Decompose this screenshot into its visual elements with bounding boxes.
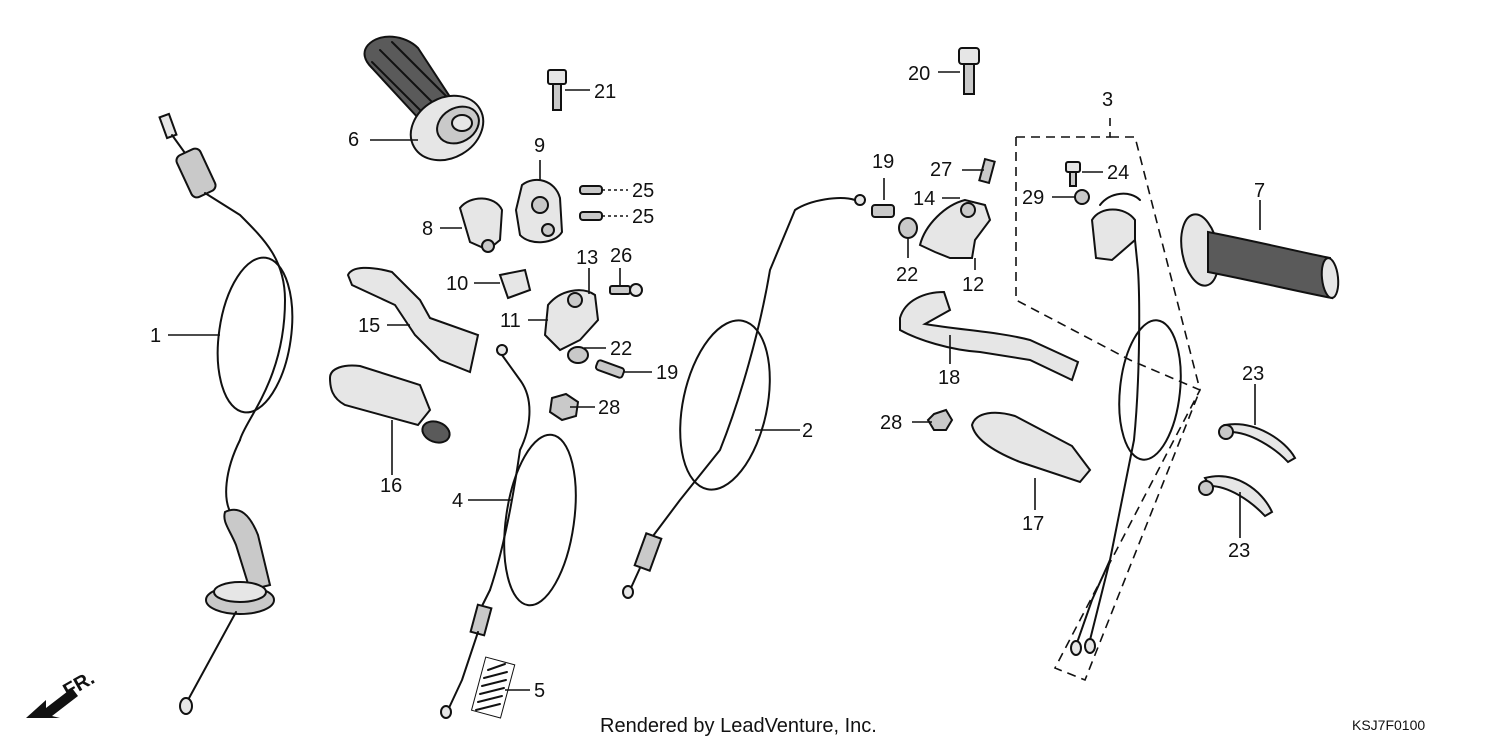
part-24-screw[interactable] [1065,161,1081,187]
callout-2: 2 [802,420,813,442]
front-arrow-icon [26,688,78,718]
part-19-bolt-right[interactable] [871,204,895,218]
callout-7: 7 [1254,180,1265,202]
part-1-throttle-cable[interactable] [158,112,302,715]
callout-5: 5 [534,680,545,702]
part-28-nut-left[interactable] [548,392,580,422]
callout-25-lower: 25 [632,206,654,228]
part-16-lever-cover[interactable] [328,364,453,447]
part-6-throttle-grip[interactable] [363,35,495,173]
callout-27: 27 [930,159,952,181]
part-23-band-upper[interactable] [1218,423,1297,464]
callout-20: 20 [908,63,930,85]
callout-28-right: 28 [880,412,902,434]
callout-29: 29 [1022,187,1044,209]
part-10-collar[interactable] [498,268,532,300]
part-9-switch-housing[interactable] [514,178,564,244]
leader-lines [168,71,1261,691]
footer-credit: Rendered by LeadVenture, Inc. [600,715,877,737]
callout-23-upper: 23 [1242,363,1264,385]
part-23-band-lower[interactable] [1198,475,1274,518]
callout-8: 8 [422,218,433,240]
callout-21: 21 [594,81,616,103]
part-4-cable[interactable] [440,344,586,719]
callout-3: 3 [1102,89,1113,111]
callout-19-left: 19 [656,362,678,384]
part-2-cable[interactable] [622,194,866,599]
callout-17: 17 [1022,513,1044,535]
part-11-lever-bracket[interactable] [543,289,600,352]
callout-26: 26 [610,245,632,267]
callout-28-left: 28 [598,397,620,419]
part-22-collar-left[interactable] [567,346,589,364]
part-8-switch-cover[interactable] [458,197,504,253]
callout-13: 13 [576,247,598,269]
part-18-lever[interactable] [899,290,1080,382]
part-3-switch-assembly[interactable] [1015,118,1202,682]
callout-labels: 1 2 3 4 5 6 7 8 9 10 11 12 13 14 15 16 1… [150,63,1265,702]
part-19-bolt-left[interactable] [594,359,626,379]
part-28-nut-right[interactable] [926,408,954,431]
part-27-screw[interactable] [978,157,996,185]
callout-23-lower: 23 [1228,540,1250,562]
front-direction-indicator: FR. [26,667,98,718]
part-15-lever[interactable] [346,266,480,374]
callout-11: 11 [500,310,521,332]
part-17-lever-cover[interactable] [970,411,1092,484]
callout-22-right: 22 [896,264,918,286]
callout-12: 12 [962,274,984,296]
part-21-bolt[interactable] [547,69,567,111]
callout-4: 4 [452,490,463,512]
callout-16: 16 [380,475,402,497]
callout-24: 24 [1107,162,1129,184]
callout-14: 14 [913,188,935,210]
callout-15: 15 [358,315,380,337]
part-12-bracket[interactable] [918,198,992,259]
callout-22-left: 22 [610,338,632,360]
callout-1: 1 [150,325,161,347]
part-25-screws[interactable] [579,185,603,221]
callout-25-upper: 25 [632,180,654,202]
callout-18: 18 [938,367,960,389]
part-7-grip[interactable] [1176,211,1340,300]
callout-10: 10 [446,273,468,295]
part-22-collar-right[interactable] [898,217,918,239]
callout-6: 6 [348,129,359,151]
part-20-bolt[interactable] [958,47,980,95]
diagram-code: KSJ7F0100 [1352,717,1425,733]
callout-9: 9 [534,135,545,157]
part-26-bolt[interactable] [609,283,643,297]
part-29-nut[interactable] [1074,189,1090,205]
callout-19-right: 19 [872,151,894,173]
part-5-spring[interactable] [470,656,516,719]
